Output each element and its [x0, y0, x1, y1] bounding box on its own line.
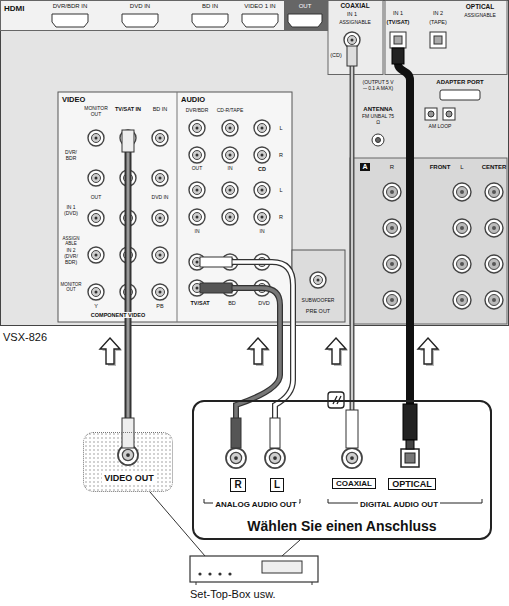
panel-label: R: [390, 164, 394, 171]
analog-audio-cable: [200, 257, 293, 448]
panel-label: IN: [195, 229, 200, 235]
optical-cable: [392, 48, 417, 449]
set-top-box: [190, 556, 318, 585]
panel-label: PRE OUT: [306, 308, 330, 314]
panel-label: IN 1: [393, 10, 403, 16]
panel-label: COMPONENT VIDEO: [89, 312, 147, 318]
panel-label: OUT: [192, 166, 203, 172]
panel-label: AM LOOP: [429, 124, 452, 130]
panel-label: DVR/ BDR: [60, 150, 82, 162]
node-text: R: [230, 478, 245, 492]
panel-label: PB: [156, 303, 163, 309]
panel-label: IN: [260, 229, 265, 235]
panel-label: IN 1: [347, 11, 357, 17]
panel-label: VIDEO 1 IN: [244, 3, 275, 10]
optical-out-jack: [401, 449, 419, 467]
panel-label: R: [279, 152, 283, 158]
audio-out-panel: R L COAXIAL OPTICAL ANALOG AUDIO OUT DIGITAL …: [192, 400, 492, 540]
panel-label: BD IN: [202, 3, 218, 10]
panel-label: IN: [228, 166, 233, 172]
panel-label: OUT: [91, 195, 102, 201]
panel-label: ASSIGNABLE: [339, 20, 371, 26]
panel-label: TV/SAT IN: [114, 106, 142, 112]
device-label: Set-Top-Box usw.: [190, 588, 276, 601]
panel-label: MONITOR OUT: [59, 282, 83, 292]
node-text: Wählen Sie einen Anschluss: [247, 518, 436, 534]
panel-label: A: [360, 163, 369, 171]
panel-label: ASSIGNABLE: [464, 13, 496, 19]
speaker-terminals: [383, 183, 503, 309]
panel-label: CENTER: [482, 164, 507, 171]
panel-label: L: [460, 164, 463, 171]
panel-label: R: [279, 214, 283, 220]
panel-label: L: [279, 125, 282, 131]
audio-panel-fill: [192, 400, 492, 540]
node-text: ANALOG AUDIO OUT: [213, 500, 298, 509]
pre-out-section: [292, 250, 345, 322]
node-text: DIGITAL AUDIO OUT: [358, 500, 440, 509]
node-text: OPTICAL: [388, 478, 436, 490]
panel-label: IN 2: [433, 10, 443, 16]
panel-label: (TV/SAT): [387, 19, 410, 25]
panel-label: DVR/BDR IN: [53, 3, 88, 10]
panel-label: CD: [258, 166, 266, 172]
panel-label: (CD): [330, 52, 342, 58]
direction-arrows: [100, 338, 440, 366]
panel-label: MONITOR OUT: [81, 106, 111, 118]
section-label: HDMI: [4, 4, 24, 13]
audio-jacks: [189, 120, 270, 296]
panel-label: BD IN: [147, 106, 173, 112]
panel-label: DVR/BDR: [186, 108, 209, 114]
node-text: COAXIAL: [332, 478, 376, 489]
panel-label: L: [279, 187, 282, 193]
speaker-section: [350, 158, 507, 324]
panel-label: DVD IN: [130, 3, 150, 10]
section-divider: [177, 92, 178, 322]
panel-label: FM UNBAL 75 Ω: [361, 114, 395, 126]
adapter-port: [440, 90, 480, 100]
panel-label: VIDEO: [62, 96, 85, 105]
panel-label: ASSIGN ABLE: [60, 236, 82, 246]
panel-label: (OUTPUT 5 V ⎓ 0.1 A MAX): [360, 80, 396, 92]
node-text: VIDEO OUT: [102, 473, 156, 483]
coaxial-section: [328, 1, 383, 75]
panel-label: ANTENNA: [363, 106, 392, 113]
hdmi-strip: [1, 1, 328, 31]
panel-label: CD-R/TAPE: [217, 108, 244, 114]
panel-label: SUBWOOFER: [302, 298, 335, 304]
hdmi-out-highlight: [284, 1, 327, 31]
panel-label: Y: [94, 303, 98, 309]
coaxial-cable: [346, 46, 358, 448]
panel-label: BD: [228, 300, 236, 306]
video-cable: [122, 130, 134, 448]
panel-label: FRONT: [430, 164, 451, 171]
optical-section: [385, 1, 507, 75]
optical-jacks: [390, 32, 446, 48]
panel-label: COAXIAL: [340, 2, 369, 9]
panel-label: IN 2 (DVR/ BDR): [60, 248, 82, 265]
panel-label: TV/SAT: [190, 300, 209, 306]
panel-label: (TAPE): [429, 19, 447, 25]
panel-label: IN 1 (DVD): [60, 205, 82, 217]
panel-label: ADAPTER PORT: [436, 79, 483, 86]
video-out-panel: VIDEO OUT: [83, 432, 173, 492]
hdmi-ports: [52, 14, 322, 27]
panel-label: OUT: [299, 3, 312, 10]
model-name: VSX-826: [3, 331, 47, 344]
rear-panel: [1, 1, 509, 326]
panel-label: AUDIO: [181, 96, 205, 105]
node-text: L: [270, 478, 284, 492]
panel-label: DVD IN: [152, 195, 169, 201]
panel-label: OPTICAL: [466, 3, 495, 10]
panel-label: DVD: [258, 300, 270, 306]
